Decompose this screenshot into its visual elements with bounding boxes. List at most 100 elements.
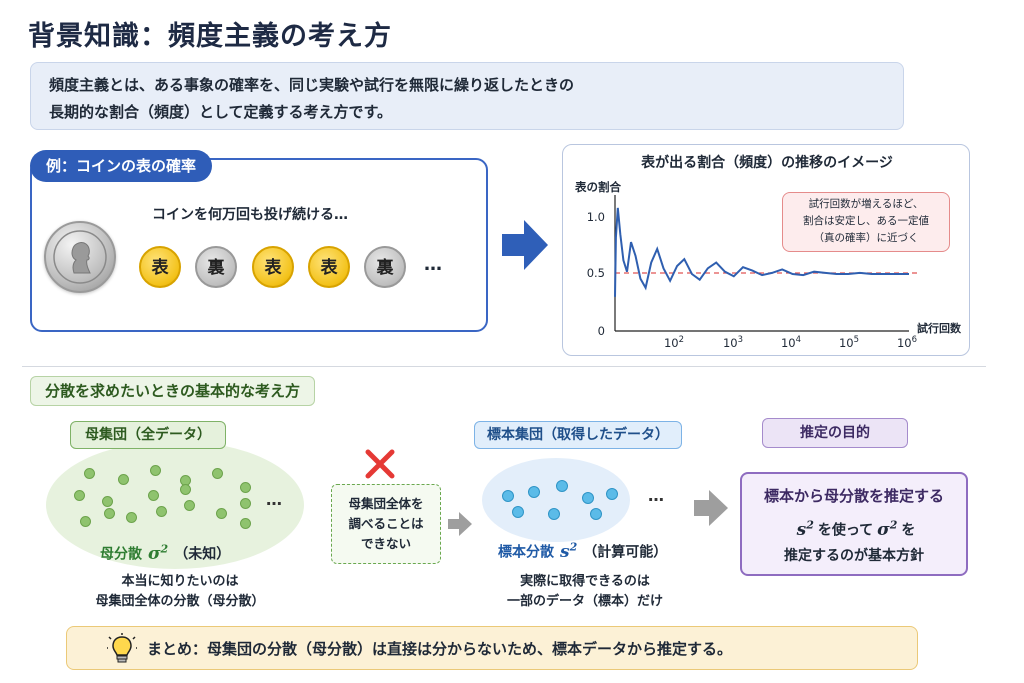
- population-dot: [84, 468, 95, 479]
- population-dot: [216, 508, 227, 519]
- population-dot: [240, 498, 251, 509]
- right-arrow-icon: [502, 220, 548, 270]
- chart-title: 表が出る割合（頻度）の推移のイメージ: [640, 154, 893, 171]
- purpose-line-2: 推定するのが基本方針: [784, 547, 924, 564]
- summary-text: まとめ：母集団の分散（母分散）は直接は分からないため、標本データから推定する。: [147, 640, 733, 658]
- population-dot: [148, 490, 159, 501]
- coin-heads: 表: [308, 246, 350, 288]
- sample-description: 実際に取得できるのは 一部のデータ（標本）だけ: [482, 572, 688, 612]
- y-tick-label: 0.5: [587, 266, 605, 280]
- sample-label: 標本集団（取得したデータ）: [474, 421, 682, 449]
- summary-box: まとめ：母集団の分散（母分散）は直接は分からないため、標本データから推定する。: [66, 626, 918, 670]
- frequency-chart: 表が出る割合（頻度）の推移のイメージ 表の割合 試行回数 0 0.5 1.0 1…: [562, 144, 970, 356]
- sample-desc-line-1: 実際に取得できるのは: [520, 574, 650, 589]
- x-tick-label: 104: [781, 335, 801, 350]
- sigma-exponent: 2: [889, 518, 898, 531]
- population-ellipsis: …: [266, 490, 284, 509]
- s-exponent: 2: [806, 518, 814, 531]
- s-letter: s: [560, 541, 570, 562]
- intro-box: 頻度主義とは、ある事象の確率を、同じ実験や試行を無限に繰り返したときの 長期的な…: [30, 62, 904, 130]
- y-axis-label: 表の割合: [574, 180, 621, 194]
- y-tick-label: 1.0: [587, 210, 605, 224]
- sample-dot: [502, 490, 514, 502]
- population-label: 母集団（全データ）: [70, 421, 226, 449]
- sample-ellipsis: …: [648, 486, 666, 505]
- toss-ellipsis: …: [424, 254, 445, 275]
- sample-dot: [556, 480, 568, 492]
- population-dot: [74, 490, 85, 501]
- population-dot: [102, 496, 113, 507]
- population-dot: [184, 500, 195, 511]
- sigma-exponent: 2: [160, 542, 169, 555]
- population-dot: [212, 468, 223, 479]
- s-symbol: s2: [796, 518, 814, 540]
- sigma-letter: σ: [877, 519, 890, 540]
- sample-dot: [548, 508, 560, 520]
- population-ellipse: [46, 441, 304, 569]
- toss-label: コインを何万回も投げ続ける…: [152, 207, 348, 223]
- cannot-line-1: 母集団全体を: [348, 496, 424, 511]
- sigma-symbol: σ2: [877, 518, 898, 540]
- x-tick-labels: 102 103 104 105 106: [664, 335, 917, 350]
- coin-tails: 裏: [364, 246, 406, 288]
- purpose-label: 推定の目的: [762, 418, 908, 448]
- population-variance-name: 母分散: [100, 546, 142, 563]
- coin-portrait-icon: [44, 221, 116, 293]
- population-dot: [126, 512, 137, 523]
- page-title: 背景知識：頻度主義の考え方: [28, 21, 392, 52]
- cannot-line-2: 調べることは: [348, 516, 424, 531]
- purpose-title: 標本から母分散を推定する: [763, 487, 944, 505]
- right-arrow-icon: [694, 490, 728, 526]
- section-divider: [22, 366, 986, 367]
- x-tick-label: 105: [839, 335, 859, 350]
- population-dot: [80, 516, 91, 527]
- population-dot: [104, 508, 115, 519]
- sigma-letter: σ: [148, 543, 161, 564]
- chart-svg: 表が出る割合（頻度）の推移のイメージ 表の割合 試行回数 0 0.5 1.0 1…: [574, 154, 962, 350]
- sample-desc-line-2: 一部のデータ（標本）だけ: [506, 594, 663, 609]
- population-dot: [150, 465, 161, 476]
- y-tick-label: 0: [598, 324, 605, 338]
- section-title: 分散を求めたいときの基本的な考え方: [30, 376, 316, 406]
- sample-variance-name: 標本分散: [498, 544, 554, 561]
- coin-heads: 表: [252, 246, 294, 288]
- purpose-end-text: を: [901, 522, 916, 539]
- population-variance-note: （未知）: [174, 546, 231, 563]
- population-desc-line-2: 母集団全体の分散（母分散）: [95, 594, 265, 609]
- s-symbol: s2: [560, 540, 578, 562]
- lightbulb-icon: [107, 633, 137, 663]
- sample-dot: [528, 486, 540, 498]
- sample-dot: [582, 492, 594, 504]
- callout-line-1: 試行回数が増えるほど、: [808, 198, 924, 210]
- callout-line-2: 割合は安定し、ある一定値: [803, 215, 929, 227]
- example-badge: 例：コインの表の確率: [30, 150, 213, 182]
- population-dot: [240, 518, 251, 529]
- s-exponent: 2: [569, 540, 578, 553]
- callout-line-3: （真の確率）に近づく: [813, 232, 919, 244]
- intro-line-1: 頻度主義とは、ある事象の確率を、同じ実験や試行を無限に繰り返したときの: [49, 76, 575, 94]
- s-letter: s: [796, 519, 807, 540]
- sigma-symbol: σ2: [148, 542, 169, 564]
- population-dot: [180, 484, 191, 495]
- x-axis-label: 試行回数: [917, 321, 962, 335]
- x-tick-label: 106: [897, 335, 917, 350]
- population-dot: [156, 506, 167, 517]
- purpose-mid-text: を使って: [817, 522, 874, 539]
- sample-variance-note: （計算可能）: [583, 544, 668, 561]
- sample-variance: 標本分散 s2 （計算可能）: [498, 540, 667, 562]
- coin-tails: 裏: [195, 246, 237, 288]
- cross-icon: [365, 449, 395, 479]
- population-dot: [118, 474, 129, 485]
- coin-heads: 表: [139, 246, 181, 288]
- series-line: [614, 207, 909, 297]
- sample-dot: [590, 508, 602, 520]
- population-dot: [240, 482, 251, 493]
- chart-callout: 試行回数が増えるほど、 割合は安定し、ある一定値 （真の確率）に近づく: [782, 192, 950, 252]
- x-tick-label: 103: [723, 335, 743, 350]
- sample-dot: [512, 506, 524, 518]
- cannot-line-3: できない: [360, 536, 411, 551]
- x-tick-label: 102: [664, 335, 684, 350]
- right-arrow-icon: [448, 512, 472, 536]
